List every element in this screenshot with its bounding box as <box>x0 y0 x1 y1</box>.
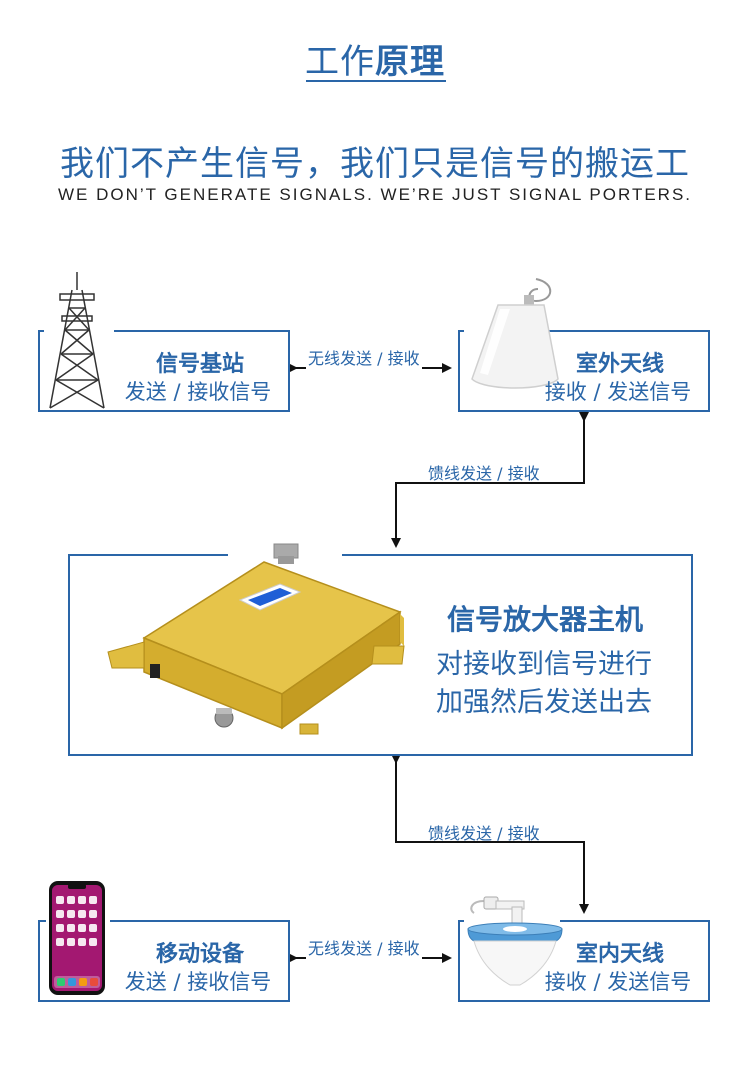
tagline-english: WE DON’T GENERATE SIGNALS. WE’RE JUST SI… <box>57 185 693 204</box>
mobile-device-title: 移动设备 <box>155 942 244 967</box>
edge-label-feeder-top: 馈线发送 / 接收 <box>428 464 540 483</box>
edge-label-feeder-bottom: 馈线发送 / 接收 <box>428 824 540 843</box>
page-title: 工作原理 <box>0 34 750 83</box>
outdoor-antenna-title: 室外天线 <box>575 352 664 377</box>
amplifier-desc-line2: 加强然后发送出去 <box>436 687 652 718</box>
tower-icon <box>49 272 105 409</box>
base-station-subtitle: 发送 / 接收信号 <box>124 380 272 404</box>
outdoor-antenna-icon <box>471 278 559 389</box>
amplifier-device-icon <box>107 543 405 735</box>
title-emphasis: 原理 <box>375 42 445 82</box>
outdoor-antenna-subtitle: 接收 / 发送信号 <box>544 380 692 404</box>
tagline-chinese: 我们不产生信号，我们只是信号的搬运工 <box>60 144 690 184</box>
indoor-antenna-icon <box>467 896 563 986</box>
indoor-antenna-title: 室内天线 <box>575 942 664 967</box>
edge-label-wireless-bottom: 无线发送 / 接收 <box>306 935 422 959</box>
indoor-antenna-subtitle: 接收 / 发送信号 <box>544 970 692 994</box>
smartphone-icon <box>49 881 105 995</box>
base-station-title: 信号基站 <box>155 352 244 377</box>
mobile-device-subtitle: 发送 / 接收信号 <box>124 970 272 994</box>
amplifier-desc-line1: 对接收到信号进行 <box>436 649 652 680</box>
feeder-top-connector <box>391 412 589 548</box>
feeder-bottom-connector <box>391 754 589 914</box>
edge-label-wireless-top: 无线发送 / 接收 <box>306 345 422 369</box>
title-underline <box>306 80 446 82</box>
amplifier-title: 信号放大器主机 <box>446 603 643 636</box>
border-gap <box>44 322 114 342</box>
title-prefix: 工作 <box>305 42 375 82</box>
